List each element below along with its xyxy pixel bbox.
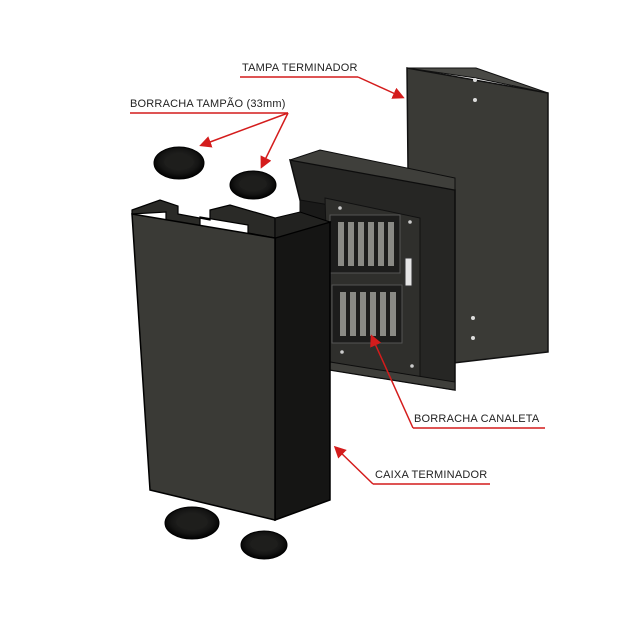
terminal-box: [131, 199, 332, 522]
grommet-bottom-right: [240, 530, 288, 560]
grommet-top-left: [153, 146, 205, 180]
label-borracha-canaleta: BORRACHA CANALETA: [414, 413, 540, 425]
label-tampa-terminador: TAMPA TERMINADOR: [242, 62, 358, 74]
splice-block-lower: [331, 284, 403, 344]
grommet-top-right: [229, 170, 277, 200]
leader-lines: [130, 76, 545, 485]
grommet-bottom-left: [164, 506, 220, 540]
label-caixa-terminador: CAIXA TERMINADOR: [375, 469, 488, 481]
label-borracha-tampao: BORRACHA TAMPÃO (33mm): [130, 98, 286, 110]
splice-block-upper: [329, 214, 401, 274]
splice-tray: [288, 149, 456, 391]
